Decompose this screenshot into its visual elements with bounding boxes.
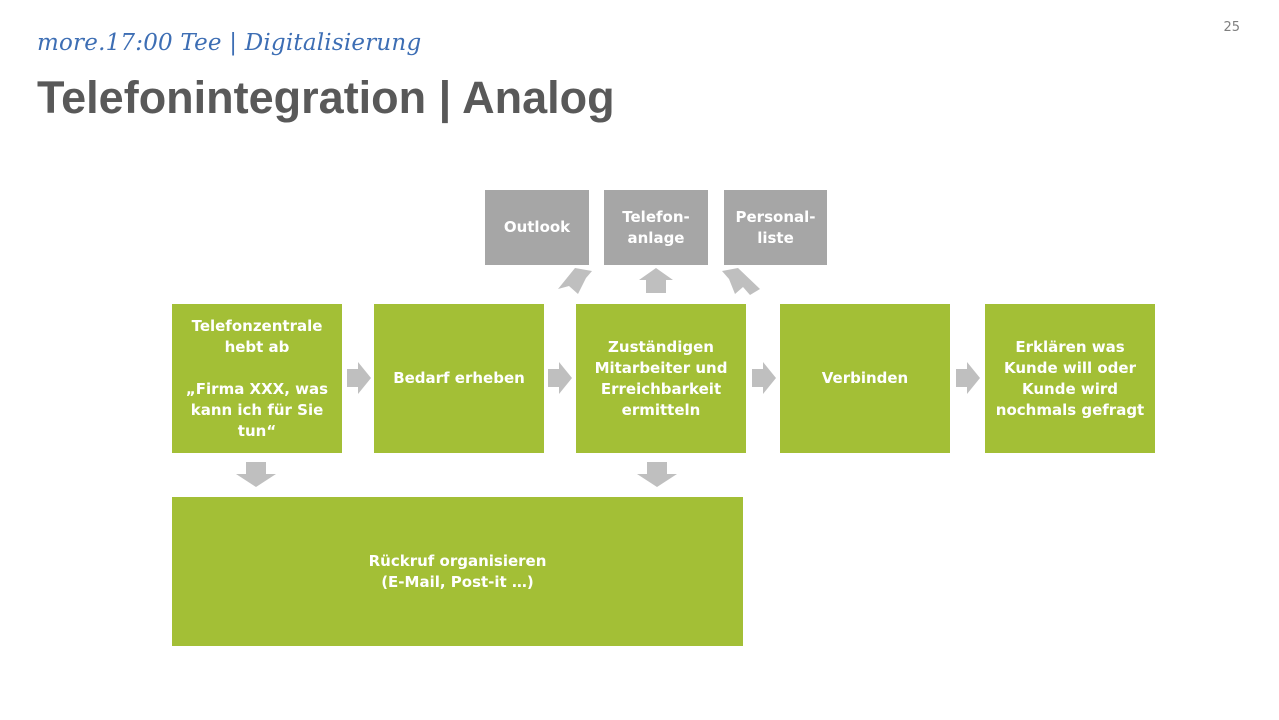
step-rueckruf-organisieren: Rückruf organisieren (E-Mail, Post-it …) — [172, 497, 743, 646]
step-bedarf-erheben: Bedarf erheben — [374, 304, 544, 453]
arrow-right-2 — [548, 362, 572, 394]
arrow-right-3 — [752, 362, 776, 394]
slide-subtitle: more.17:00 Tee | Digitalisierung — [37, 30, 422, 56]
arrow-up-center — [639, 268, 673, 293]
arrow-right-4 — [956, 362, 980, 394]
system-telefonanlage: Telefon- anlage — [604, 190, 708, 265]
step-telefonzentrale: Telefonzentrale hebt ab „Firma XXX, was … — [172, 304, 342, 453]
page-number: 25 — [1223, 20, 1240, 35]
arrow-right-1 — [347, 362, 371, 394]
arrow-up-right — [722, 268, 760, 295]
arrow-up-left — [558, 268, 592, 294]
step-erklaeren: Erklären was Kunde will oder Kunde wird … — [985, 304, 1155, 453]
system-personalliste: Personal- liste — [724, 190, 827, 265]
system-outlook: Outlook — [485, 190, 589, 265]
slide-title: Telefonintegration | Analog — [37, 72, 615, 123]
step-zustaendigen-ermitteln: Zuständigen Mitarbeiter und Erreichbarke… — [576, 304, 746, 453]
step-verbinden: Verbinden — [780, 304, 950, 453]
arrow-down-right — [637, 462, 677, 487]
arrow-down-left — [236, 462, 276, 487]
